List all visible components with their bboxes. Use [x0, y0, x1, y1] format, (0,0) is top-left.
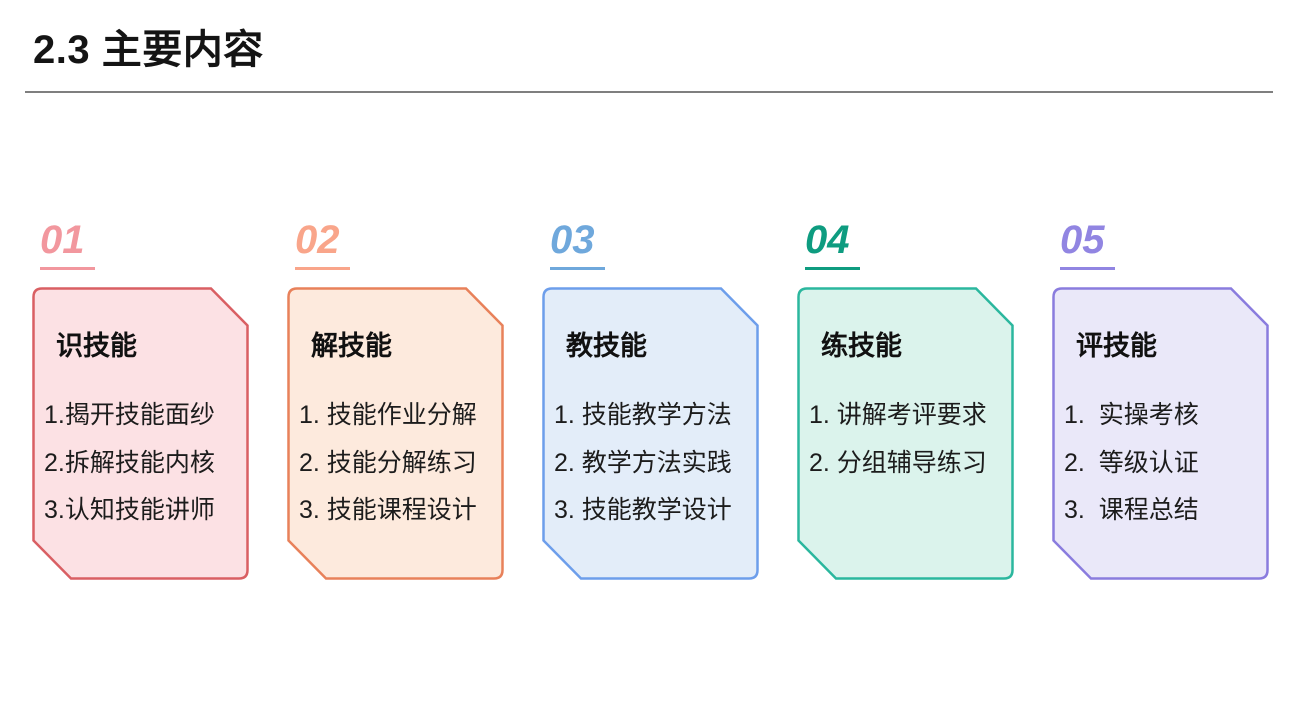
title-divider [25, 91, 1273, 93]
step-number: 04 [805, 218, 860, 270]
list-item: 1. 技能教学方法 [554, 401, 732, 429]
card-body: 解技能 1. 技能作业分解 2. 技能分解练习 3. 技能课程设计 [287, 287, 504, 580]
card-body: 识技能 1.揭开技能面纱 2.拆解技能内核 3.认知技能讲师 [32, 287, 249, 580]
list-item: 3. 课程总结 [1064, 496, 1199, 524]
card-item-list: 1. 技能教学方法 2. 教学方法实践 3. 技能教学设计 [554, 392, 755, 535]
step-card-02: 02 解技能 1. 技能作业分解 2. 技能分解练习 3. 技能课程设计 [287, 218, 504, 580]
step-card-04: 04 练技能 1. 讲解考评要求 2. 分组辅导练习 [797, 218, 1014, 580]
card-shape [542, 287, 759, 580]
list-item: 3. 技能教学设计 [554, 496, 732, 524]
step-card-01: 01 识技能 1.揭开技能面纱 2.拆解技能内核 3.认知技能讲师 [32, 218, 249, 580]
card-item-list: 1. 技能作业分解 2. 技能分解练习 3. 技能课程设计 [299, 392, 500, 535]
card-title: 解技能 [311, 331, 392, 361]
list-item: 3. 技能课程设计 [299, 496, 477, 524]
card-body: 练技能 1. 讲解考评要求 2. 分组辅导练习 [797, 287, 1014, 580]
list-item: 2. 等级认证 [1064, 448, 1199, 477]
card-item-list: 1. 讲解考评要求 2. 分组辅导练习 [809, 392, 1010, 487]
card-item-list: 1.揭开技能面纱 2.拆解技能内核 3.认知技能讲师 [44, 392, 245, 535]
card-body: 评技能 1. 实操考核 2. 等级认证 3. 课程总结 [1052, 287, 1269, 580]
step-number: 01 [40, 218, 95, 270]
step-card-03: 03 教技能 1. 技能教学方法 2. 教学方法实践 3. 技能教学设计 [542, 218, 759, 580]
list-item: 2. 分组辅导练习 [809, 448, 987, 477]
list-item: 1. 实操考核 [1064, 401, 1199, 429]
step-number: 03 [550, 218, 605, 270]
card-title: 识技能 [56, 331, 137, 361]
step-number: 02 [295, 218, 350, 270]
list-item: 2. 教学方法实践 [554, 448, 732, 477]
list-item: 1.揭开技能面纱 [44, 401, 215, 429]
list-item: 1. 技能作业分解 [299, 401, 477, 429]
card-shape [797, 287, 1014, 580]
list-item: 3.认知技能讲师 [44, 496, 215, 524]
step-card-05: 05 评技能 1. 实操考核 2. 等级认证 3. 课程总结 [1052, 218, 1269, 580]
card-body: 教技能 1. 技能教学方法 2. 教学方法实践 3. 技能教学设计 [542, 287, 759, 580]
list-item: 1. 讲解考评要求 [809, 401, 987, 429]
card-shape [287, 287, 504, 580]
card-shape [32, 287, 249, 580]
card-title: 教技能 [566, 331, 647, 361]
card-title: 练技能 [821, 331, 902, 361]
step-number: 05 [1060, 218, 1115, 270]
card-shape [1052, 287, 1269, 580]
page-title: 2.3 主要内容 [33, 28, 264, 72]
card-item-list: 1. 实操考核 2. 等级认证 3. 课程总结 [1064, 392, 1265, 535]
list-item: 2.拆解技能内核 [44, 448, 215, 477]
list-item: 2. 技能分解练习 [299, 448, 477, 477]
card-title: 评技能 [1076, 331, 1157, 361]
steps-row: 01 识技能 1.揭开技能面纱 2.拆解技能内核 3.认知技能讲师 02 解技能 [32, 218, 1269, 580]
